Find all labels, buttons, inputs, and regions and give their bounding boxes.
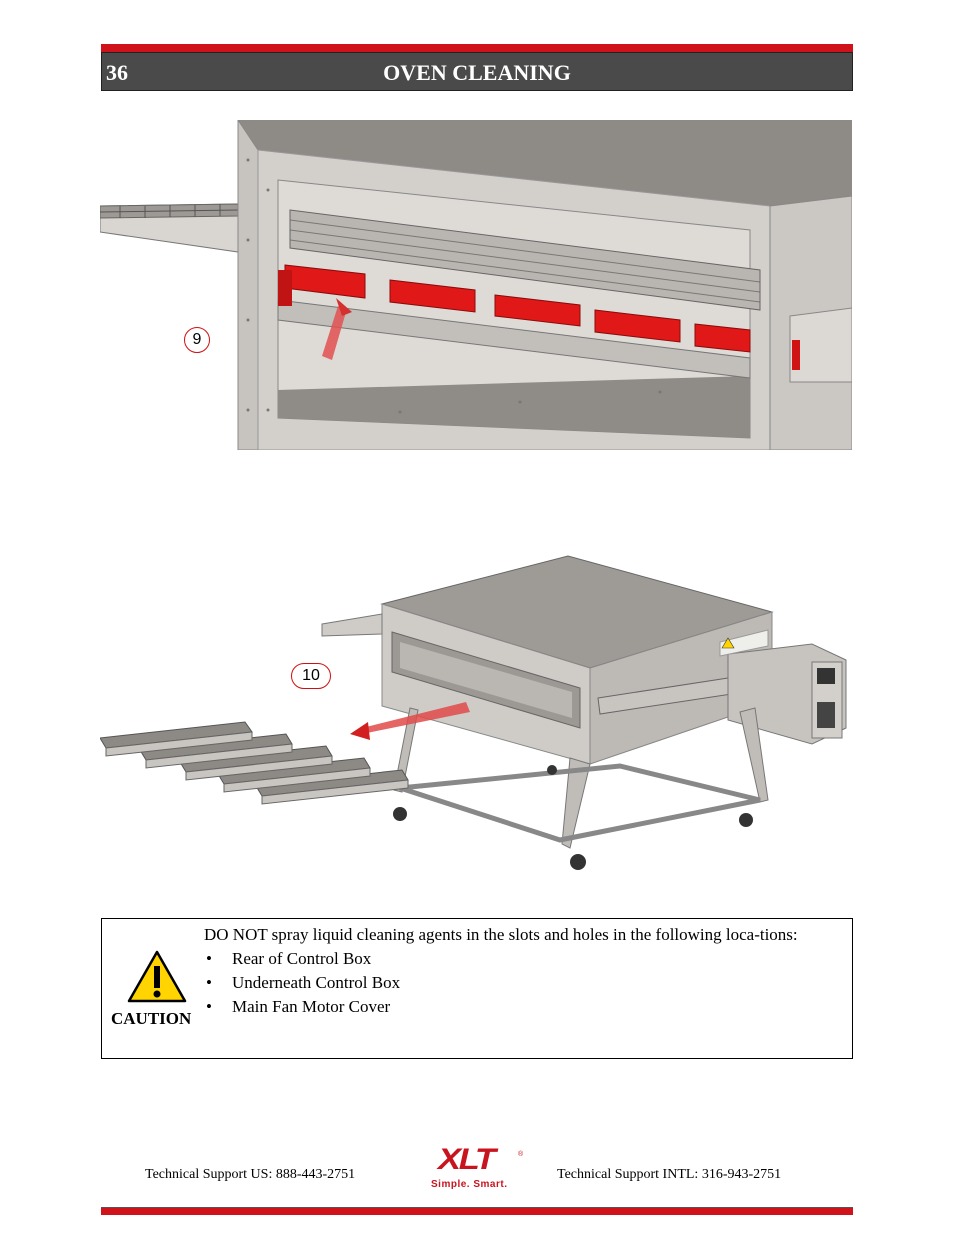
caution-intro: DO NOT spray liquid cleaning agents in t… (204, 925, 798, 944)
page-number: 36 (106, 60, 128, 85)
support-us: Technical Support US: 888-443-2751 (145, 1167, 356, 1182)
list-item: Underneath Control Box (204, 971, 824, 995)
caution-list: Rear of Control Box Underneath Control B… (204, 947, 824, 1019)
logo-tagline: Simple. Smart. (431, 1179, 508, 1190)
warning-triangle-icon (127, 950, 187, 1003)
caution-text: DO NOT spray liquid cleaning agents in t… (204, 923, 824, 1019)
list-item: Rear of Control Box (204, 947, 824, 971)
page-title: OVEN CLEANING (383, 60, 571, 85)
caution-label: CAUTION (111, 1009, 192, 1028)
logo-mark: XLT (438, 1143, 496, 1176)
xlt-logo: XLT ® Simple. Smart. (428, 1143, 528, 1193)
callout-10: 10 (291, 663, 331, 689)
header-rule (101, 44, 853, 52)
callout-9: 9 (184, 327, 210, 353)
page-header: 36 OVEN CLEANING (101, 52, 853, 91)
footer-rule (101, 1207, 853, 1215)
caution-box: CAUTION DO NOT spray liquid cleaning age… (101, 918, 853, 1059)
list-item: Main Fan Motor Cover (204, 995, 824, 1019)
support-intl: Technical Support INTL: 316-943-2751 (557, 1167, 782, 1182)
registered-icon: ® (518, 1151, 524, 1158)
oven-belt-removal-illustration (100, 555, 847, 870)
oven-interior-illustration (100, 120, 852, 450)
